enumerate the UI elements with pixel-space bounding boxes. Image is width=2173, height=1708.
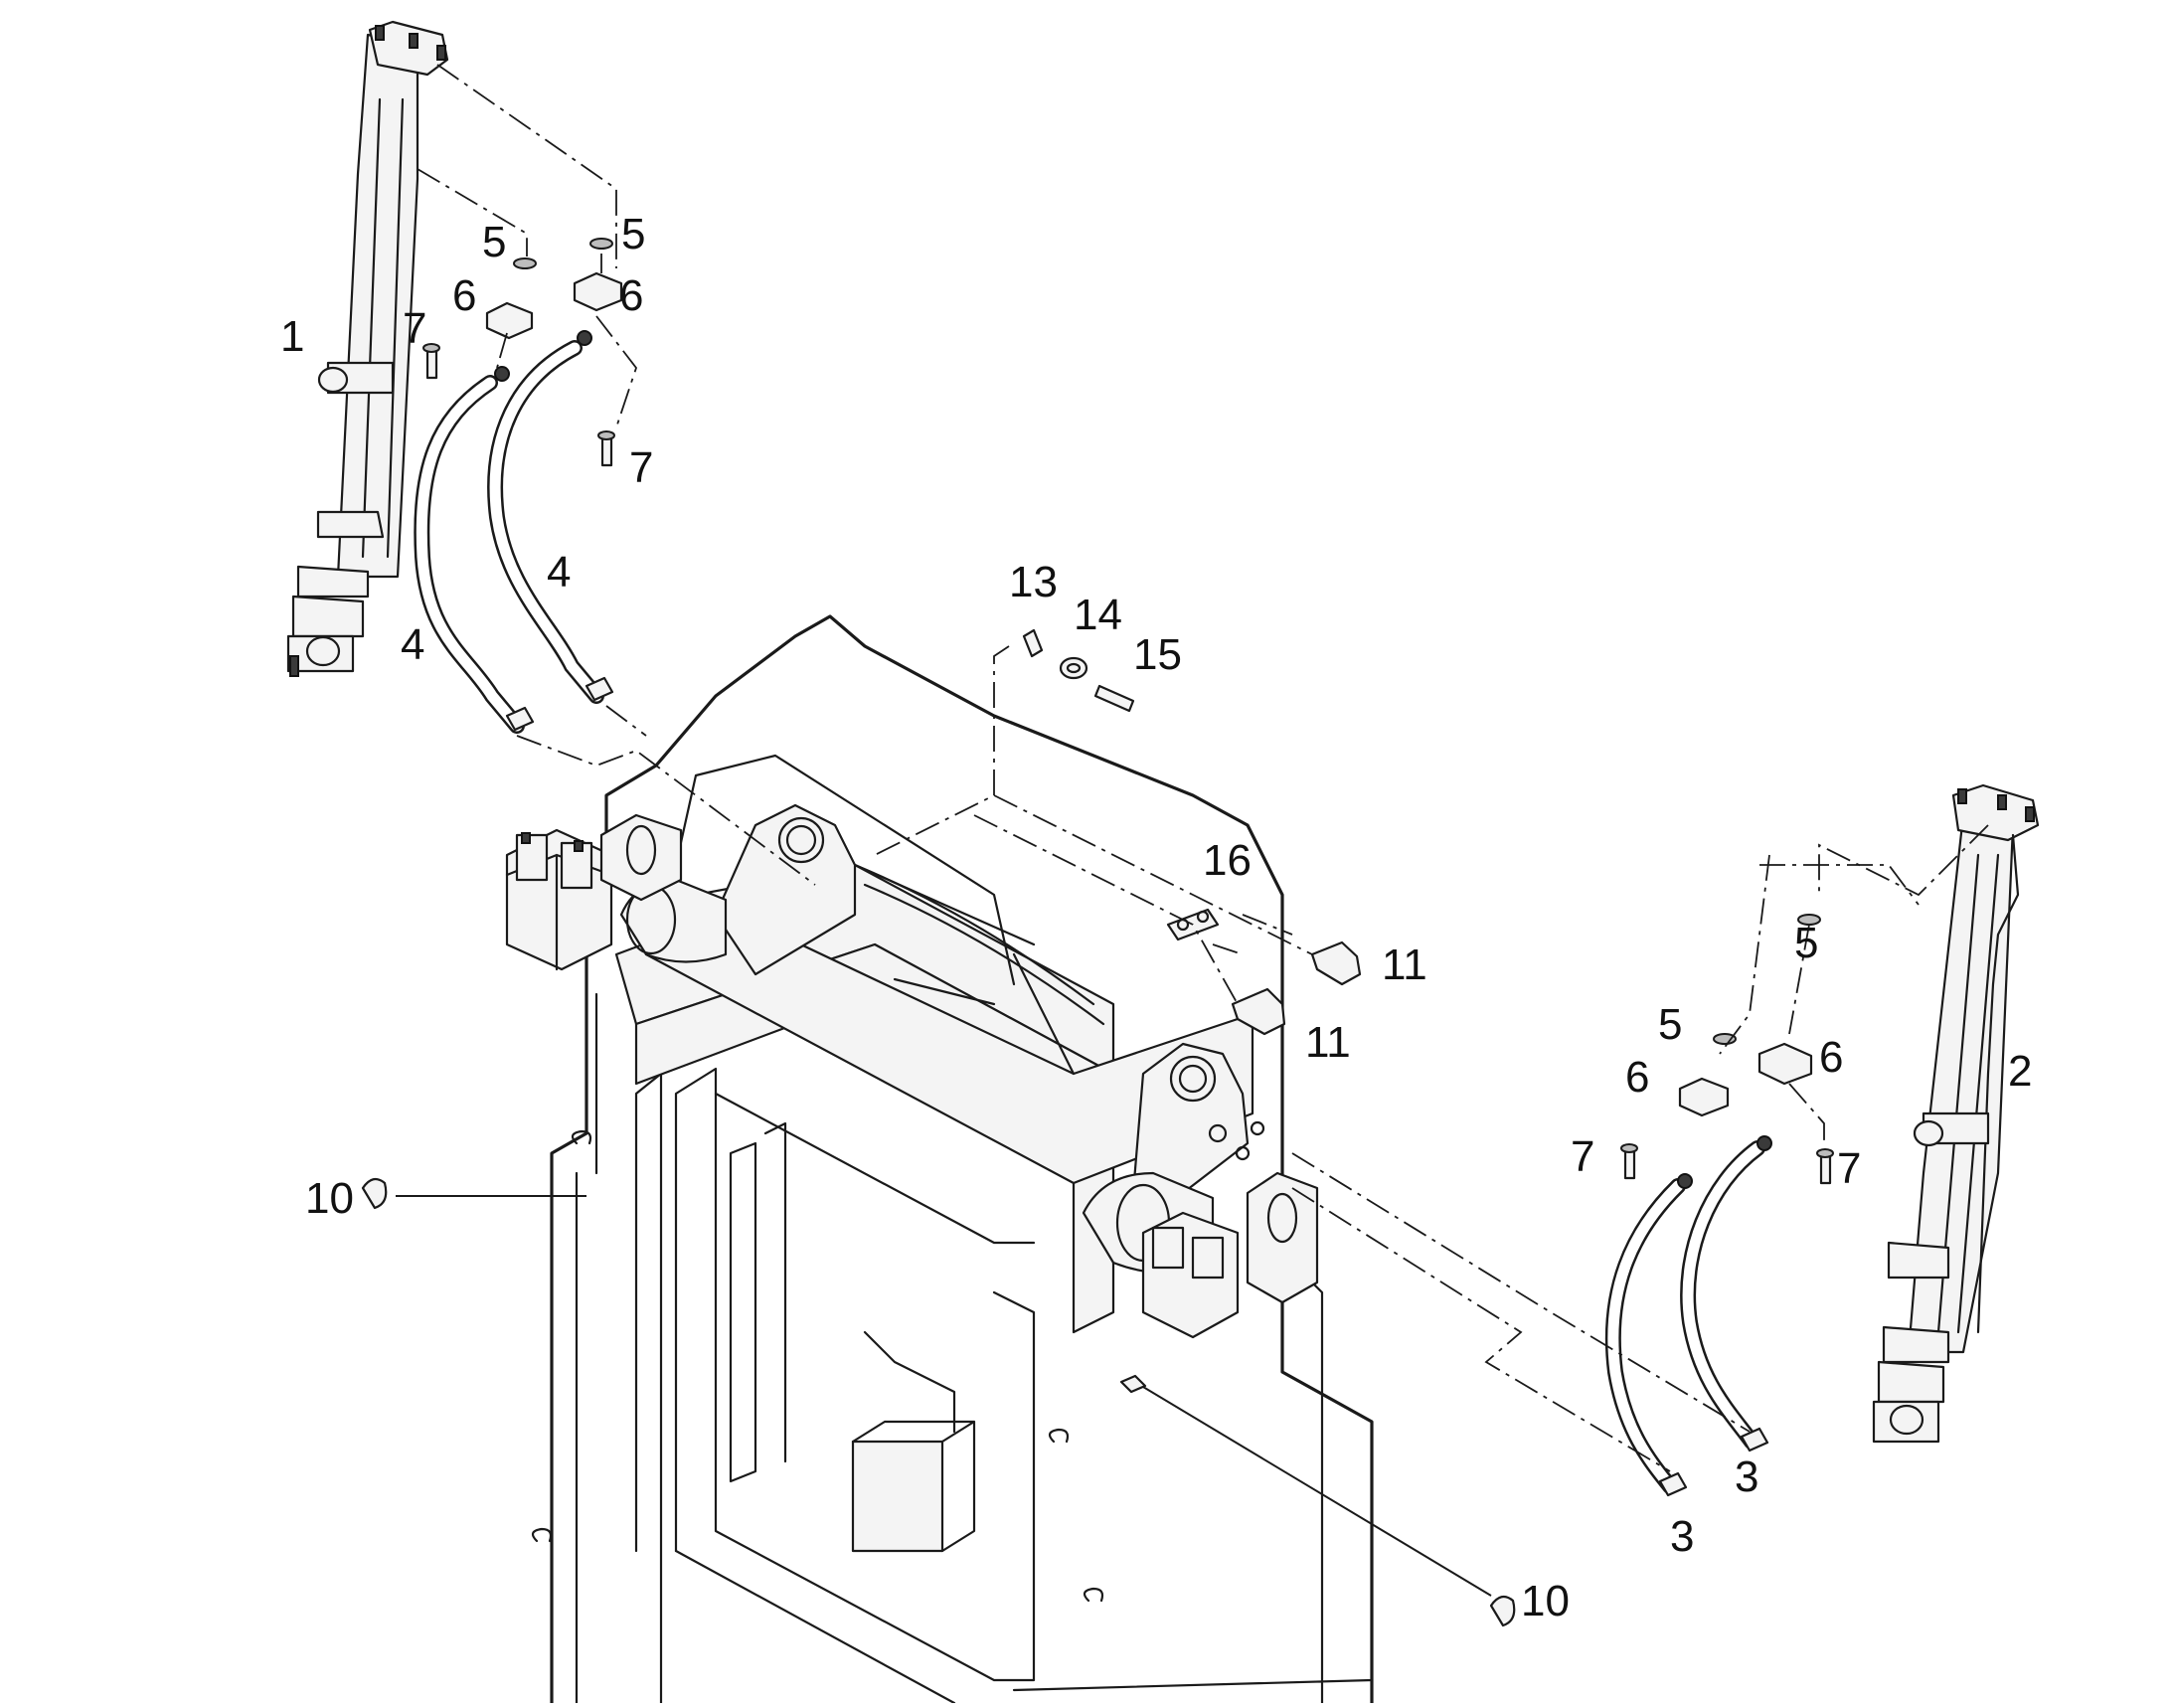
callout-7d: 7 bbox=[1837, 1144, 1861, 1193]
assembly-lines bbox=[417, 64, 1989, 1472]
callout-11b: 11 bbox=[1305, 1018, 1351, 1067]
callout-5d: 5 bbox=[1658, 1000, 1682, 1049]
callout-4b: 4 bbox=[547, 548, 571, 597]
callout-15: 15 bbox=[1133, 630, 1182, 679]
callout-16: 16 bbox=[1203, 836, 1252, 885]
callout-14: 14 bbox=[1074, 591, 1122, 639]
hardware-right bbox=[1620, 914, 1834, 1185]
callout-3a: 3 bbox=[1670, 1512, 1694, 1561]
callout-labels: 1 2 3 3 4 4 5 5 5 5 6 6 6 6 7 7 7 7 10 1… bbox=[280, 210, 2032, 1625]
callout-11a: 11 bbox=[1382, 940, 1427, 989]
leader-lines bbox=[396, 1195, 1492, 1597]
hoses-right bbox=[1604, 1135, 1772, 1497]
left-beam-bracket bbox=[505, 813, 683, 971]
callout-4a: 4 bbox=[401, 620, 424, 669]
callout-6b: 6 bbox=[619, 271, 643, 320]
right-beam-bracket bbox=[1141, 1171, 1319, 1339]
callout-10b: 10 bbox=[1521, 1577, 1570, 1625]
callout-5b: 5 bbox=[621, 210, 645, 258]
callout-7c: 7 bbox=[1571, 1132, 1594, 1181]
callout-5c: 5 bbox=[1794, 919, 1818, 967]
cylinder-left bbox=[286, 20, 449, 677]
callout-2: 2 bbox=[2008, 1047, 2032, 1096]
callout-5a: 5 bbox=[482, 218, 506, 266]
hoses-left bbox=[414, 330, 614, 734]
callout-7a: 7 bbox=[403, 304, 426, 353]
cylinder-right bbox=[1872, 783, 2040, 1444]
hardware-left bbox=[422, 238, 623, 467]
callout-7b: 7 bbox=[629, 443, 653, 492]
callout-3b: 3 bbox=[1735, 1452, 1758, 1501]
frame-assembly bbox=[505, 614, 1374, 1705]
callout-10a: 10 bbox=[305, 1174, 354, 1223]
callout-6c: 6 bbox=[1819, 1033, 1843, 1082]
callout-6d: 6 bbox=[1625, 1053, 1649, 1102]
callout-6a: 6 bbox=[452, 271, 476, 320]
callout-13: 13 bbox=[1009, 558, 1058, 606]
callout-1: 1 bbox=[280, 312, 304, 361]
